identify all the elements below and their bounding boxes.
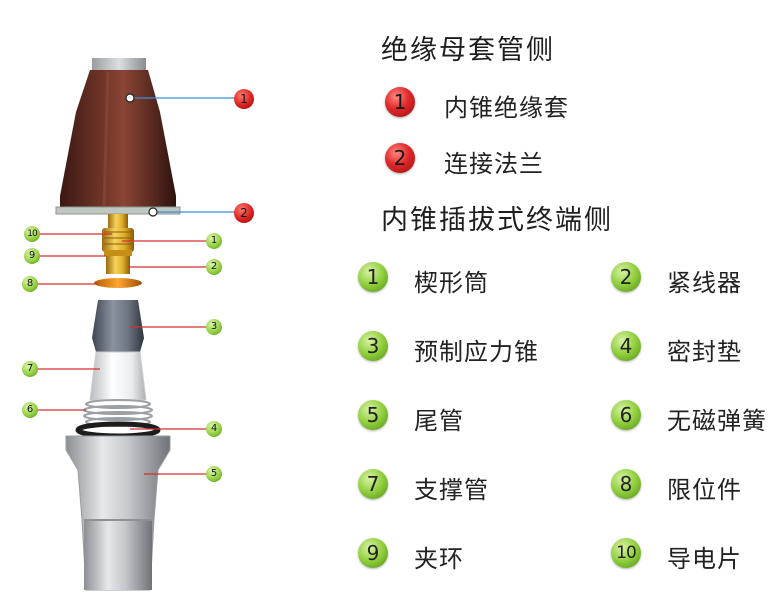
terminal-badge-3: 3: [358, 331, 388, 361]
sealing-ring: [75, 421, 161, 439]
connection-flange: [55, 206, 181, 215]
callout-terminal-1: 1: [206, 233, 222, 249]
terminal-badge-10: 10: [611, 538, 641, 568]
terminal-badge-6: 6: [611, 400, 641, 430]
callout-terminal-10: 10: [24, 226, 40, 242]
heading-bushing-side: 绝缘母套管侧: [381, 35, 555, 66]
terminal-label-6: 无磁弹簧: [667, 407, 767, 435]
terminal-badge-8: 8: [611, 469, 641, 499]
terminal-badge-7: 7: [358, 469, 388, 499]
callout-terminal-8: 8: [22, 276, 38, 292]
tail-pipe: [65, 435, 171, 591]
callout-terminal-3: 3: [206, 319, 222, 335]
terminal-label-7: 支撑管: [414, 476, 489, 504]
terminal-label-9: 夹环: [414, 545, 464, 573]
terminal-label-10: 导电片: [667, 545, 742, 573]
bushing-label-2: 连接法兰: [444, 150, 544, 178]
terminal-label-8: 限位件: [667, 476, 742, 504]
stress-cone: [92, 300, 144, 352]
support-tube: [89, 351, 147, 401]
callout-terminal-2: 2: [206, 259, 222, 275]
terminal-badge-9: 9: [358, 538, 388, 568]
terminal-leader-lines: [38, 233, 208, 475]
terminal-badge-1: 1: [358, 262, 388, 292]
limiter-ring: [94, 278, 142, 288]
callout-terminal-7: 7: [22, 361, 38, 377]
bushing-label-1: 内锥绝缘套: [444, 94, 569, 122]
callout-bushing-1: 1: [234, 89, 254, 109]
terminal-label-5: 尾管: [414, 407, 464, 435]
heading-terminal-side: 内锥插拔式终端侧: [381, 205, 613, 236]
callout-terminal-5: 5: [206, 466, 222, 482]
leader-lines: [125, 93, 236, 217]
callout-terminal-4: 4: [206, 421, 222, 437]
terminal-label-3: 预制应力锥: [414, 338, 539, 366]
terminal-label-4: 密封垫: [667, 338, 742, 366]
terminal-label-2: 紧线器: [667, 269, 742, 297]
conductor-assembly: [102, 214, 134, 274]
bushing-badge-1: 1: [385, 87, 415, 117]
terminal-label-1: 楔形筒: [414, 269, 489, 297]
callout-terminal-6: 6: [22, 402, 38, 418]
terminal-badge-4: 4: [611, 331, 641, 361]
terminal-badge-2: 2: [611, 262, 641, 292]
terminal-badge-5: 5: [358, 400, 388, 430]
bushing-badge-2: 2: [385, 143, 415, 173]
inner-cone-insulator: [60, 58, 176, 208]
callout-bushing-2: 2: [234, 203, 254, 223]
callout-terminal-9: 9: [24, 248, 40, 264]
